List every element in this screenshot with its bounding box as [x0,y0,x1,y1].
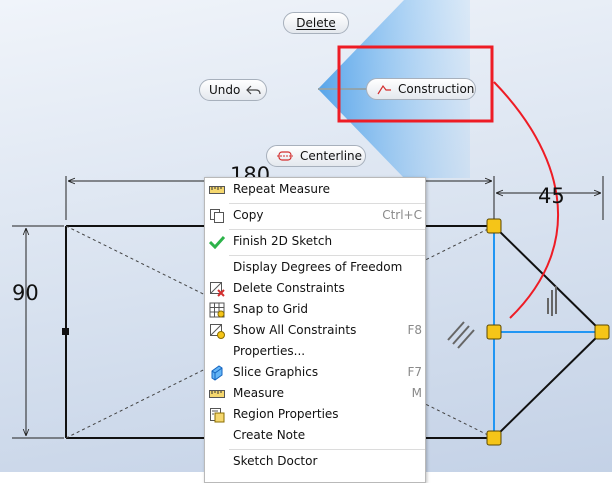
centerline-button[interactable]: Centerline [266,145,366,167]
menu-item-delete-constraints[interactable]: Delete Constraints [205,279,425,299]
delete-constraints-icon [209,281,225,297]
dimension-45-value[interactable]: 45 [538,184,565,208]
delete-label: Delete [296,16,336,30]
menu-item-label: Copy [233,208,264,222]
copy-icon [209,208,225,224]
show-constraints-icon [209,323,225,339]
menu-separator [229,229,425,230]
menu-item-copy[interactable]: Copy Ctrl+C [205,206,425,226]
menu-item-label: Slice Graphics [233,365,319,379]
menu-item-region-properties[interactable]: Region Properties [205,405,425,425]
menu-item-properties[interactable]: Properties... [205,342,425,362]
dimension-90-value[interactable]: 90 [12,281,39,305]
menu-item-shortcut: F7 [407,365,422,379]
menu-item-slice-graphics[interactable]: Slice Graphics F7 [205,363,425,383]
menu-item-sketch-doctor[interactable]: Sketch Doctor [205,452,425,472]
centerline-label: Centerline [300,149,363,163]
menu-item-snap-to-grid[interactable]: Snap to Grid [205,300,425,320]
construction-icon [376,82,392,96]
menu-item-label: Measure [233,386,284,400]
undo-arrow-icon [246,83,262,97]
centerline-icon [276,149,294,163]
dimension-45[interactable] [496,176,604,220]
dimension-90[interactable] [12,225,64,439]
menu-item-measure[interactable]: Measure M [205,384,425,404]
menu-item-show-all-constraints[interactable]: Show All Constraints F8 [205,321,425,341]
menu-item-label: Repeat Measure [233,182,331,196]
slice-graphics-icon [209,365,225,381]
checkmark-icon [209,234,225,250]
menu-item-label: Sketch Doctor [233,454,318,468]
construction-button[interactable]: Construction [366,78,476,100]
menu-item-label: Finish 2D Sketch [233,234,333,248]
context-menu[interactable]: Repeat Measure Copy Ctrl+C Finish 2D Ske… [204,177,426,483]
midpoint-marker [62,328,69,335]
menu-item-shortcut: M [411,386,422,400]
menu-item-label: Snap to Grid [233,302,309,316]
construction-label: Construction [398,82,475,96]
menu-item-shortcut: Ctrl+C [382,208,422,222]
undo-label: Undo [209,83,241,97]
parallel-constraint-icon[interactable] [447,321,475,349]
ruler-icon [209,182,225,198]
menu-item-label: Display Degrees of Freedom [233,260,403,274]
menu-separator [229,255,425,256]
menu-item-label: Show All Constraints [233,323,357,337]
annotation-highlight-box [337,45,494,123]
menu-separator [229,203,425,204]
delete-button[interactable]: Delete [283,12,349,34]
menu-item-finish-2d-sketch[interactable]: Finish 2D Sketch [205,232,425,252]
grid-icon [209,302,225,318]
annotation-arrow-curve [493,81,559,319]
menu-item-repeat-measure[interactable]: Repeat Measure [205,180,425,200]
menu-item-label: Delete Constraints [233,281,345,295]
menu-item-label: Create Note [233,428,306,442]
vertical-constraint-icon[interactable] [547,286,557,316]
menu-separator [229,449,425,450]
menu-item-label: Properties... [233,344,306,358]
selected-lines[interactable] [493,226,602,438]
menu-item-label: Region Properties [233,407,339,421]
menu-item-create-note[interactable]: Create Note [205,426,425,446]
endpoint-handles[interactable] [486,218,610,446]
undo-button[interactable]: Undo [199,79,267,101]
menu-item-shortcut: F8 [407,323,422,337]
ruler-icon [209,386,225,402]
region-properties-icon [209,407,225,423]
menu-item-display-degrees-of-freedom[interactable]: Display Degrees of Freedom [205,258,425,278]
